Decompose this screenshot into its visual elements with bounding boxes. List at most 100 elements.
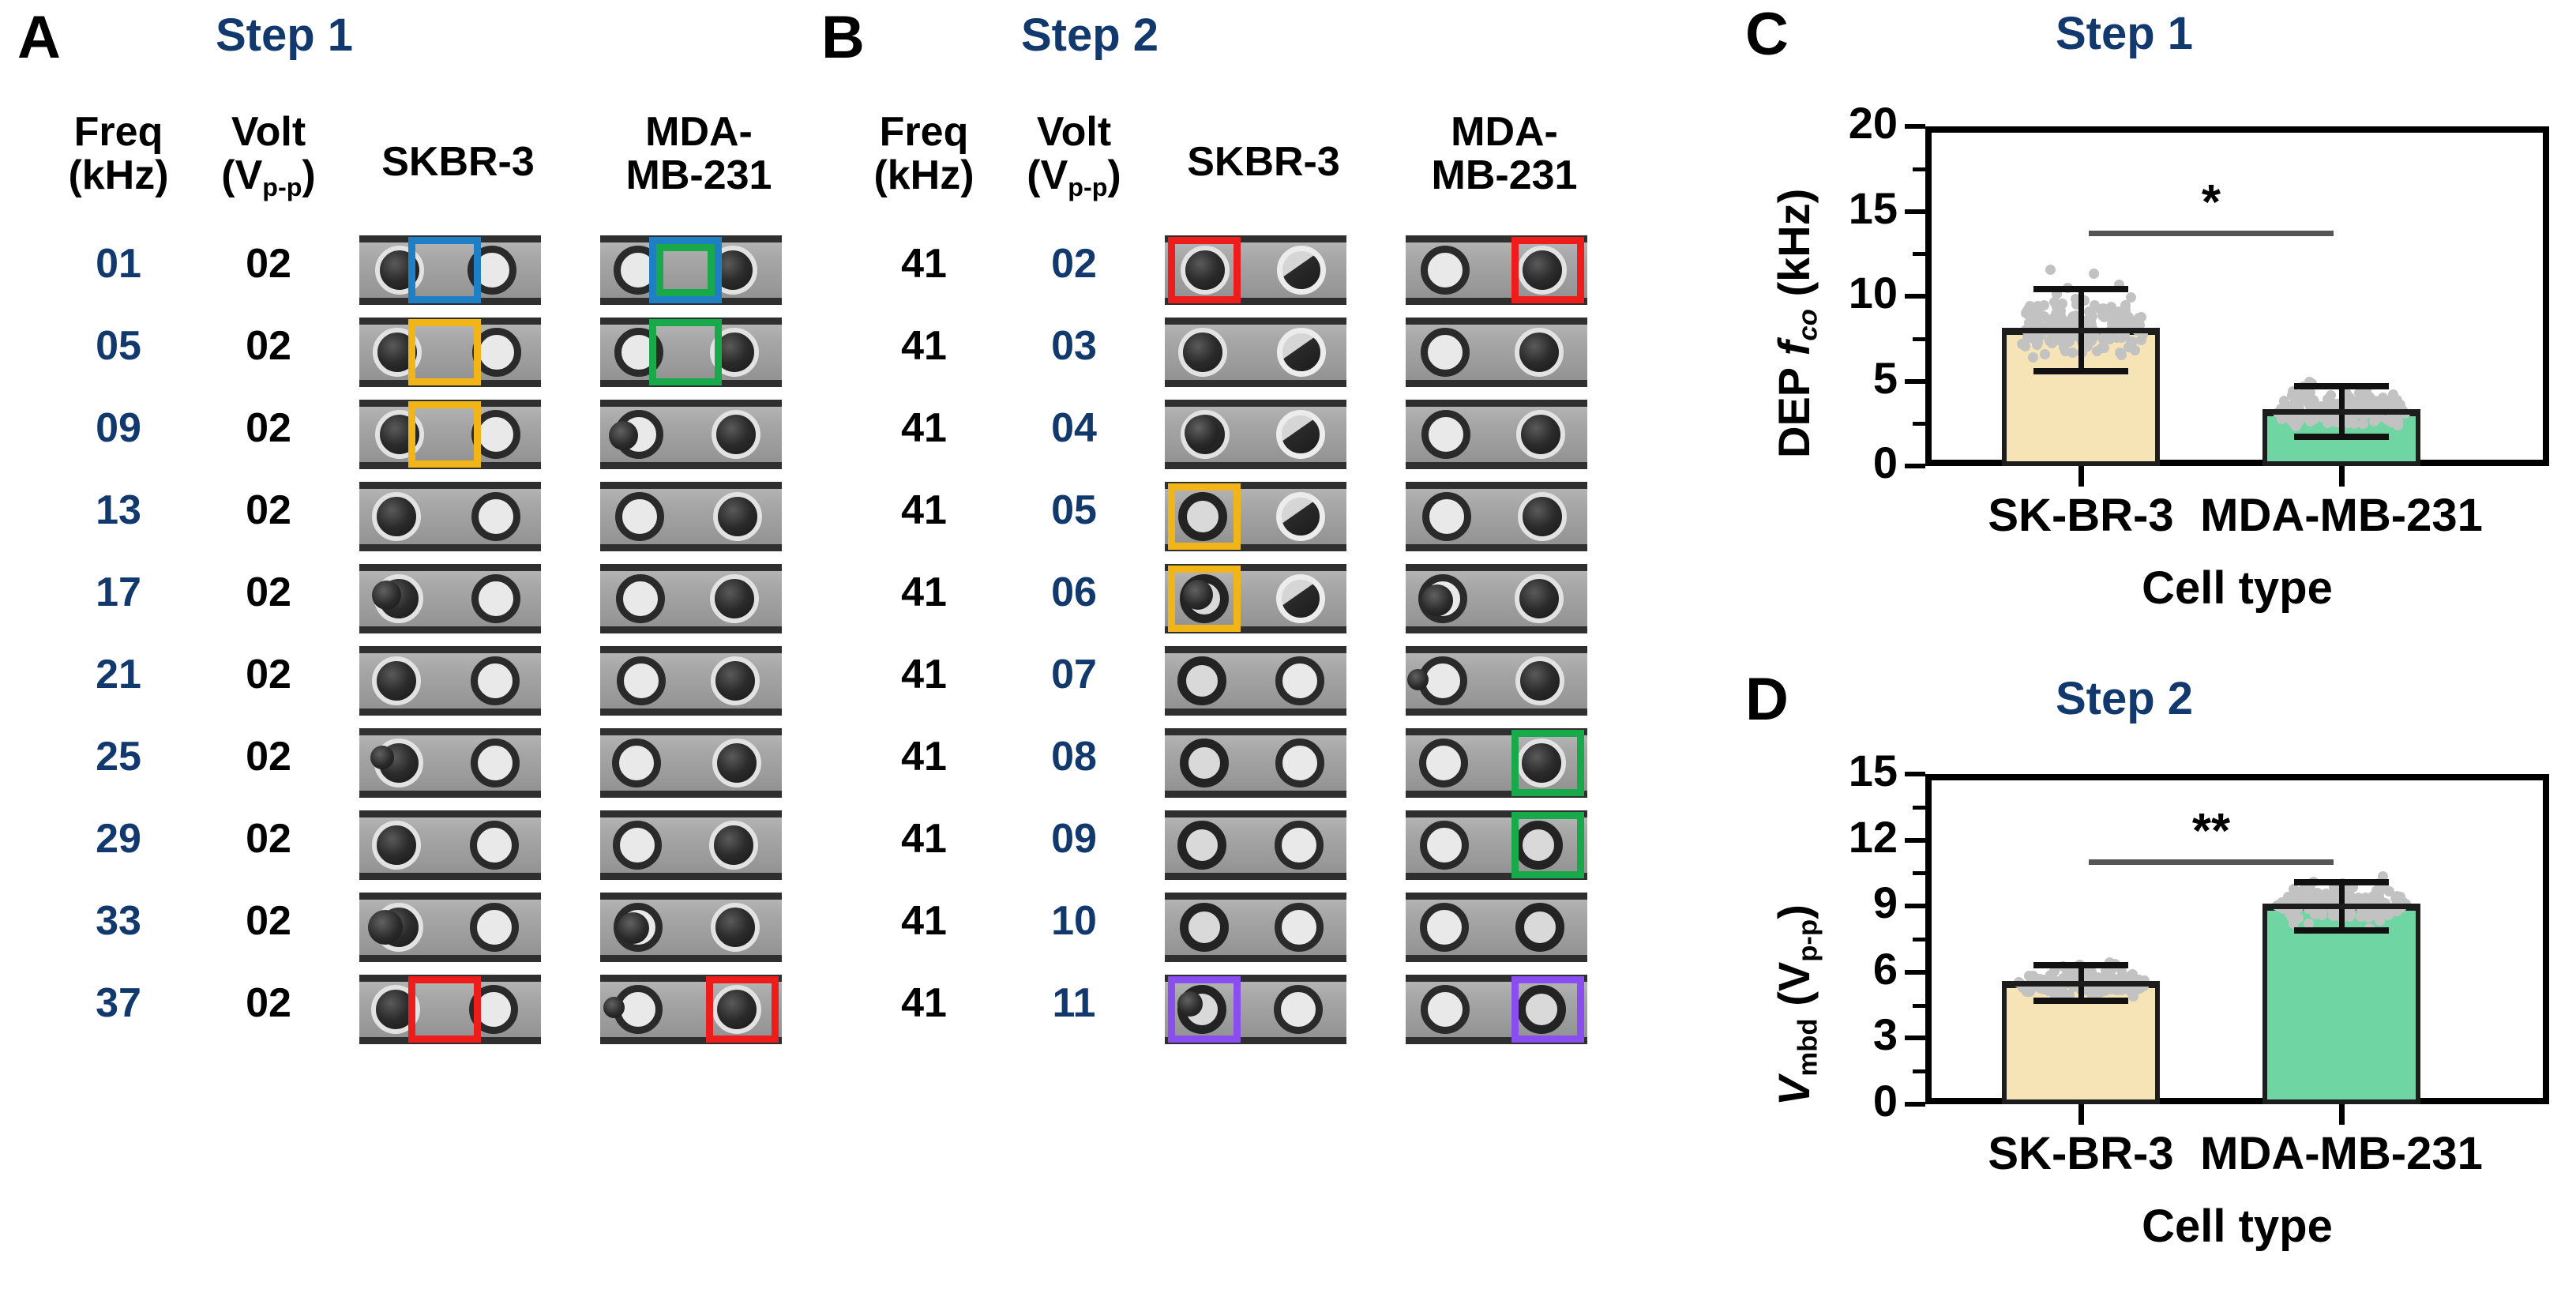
channel-wall-bottom	[1165, 791, 1346, 798]
empty-trap	[471, 574, 520, 623]
scatter-point	[2344, 392, 2355, 403]
channel-wall-top	[359, 564, 541, 571]
trapped-cell	[375, 410, 424, 459]
channel-wall-top	[1406, 318, 1587, 325]
empty-trap	[1420, 903, 1469, 952]
volt-value: 02	[246, 487, 291, 533]
y-axis-title-subscript: co	[1793, 309, 1823, 341]
x-axis-tick	[2078, 466, 2084, 487]
channel-wall-bottom	[359, 873, 541, 880]
panel-d-title: Step 2	[2055, 673, 2194, 724]
mda-mb-231-micrograph	[600, 400, 782, 469]
volt-value: 02	[246, 898, 291, 944]
trapped-cell	[1514, 821, 1563, 870]
trapped-cell	[1515, 903, 1564, 952]
stray-cell	[603, 997, 625, 1018]
channel-wall-top	[1406, 810, 1587, 818]
trapped-cell	[1180, 903, 1229, 952]
freq-value: 37	[96, 980, 141, 1026]
y-axis-title-pre: DEP	[1769, 355, 1819, 458]
channel-wall-top	[600, 893, 782, 900]
mda-mb-231-micrograph	[1406, 975, 1587, 1044]
trapped-cell	[712, 410, 760, 459]
stray-cell	[618, 912, 649, 944]
freq-value: 41	[901, 816, 947, 862]
channel-wall-top	[600, 810, 782, 818]
trapped-cell	[711, 656, 760, 705]
skbr3-micrograph	[359, 893, 541, 962]
mda-mb-231-micrograph	[1406, 318, 1587, 387]
mda-mb-231-micrograph	[1406, 235, 1587, 305]
trapped-cell	[1518, 246, 1567, 295]
trapped-cell	[1277, 246, 1326, 295]
scatter-point	[2127, 336, 2138, 347]
skbr3-micrograph	[359, 482, 541, 551]
channel-wall-top	[1165, 400, 1346, 407]
panel-a-freq-header: Freq (kHz)	[47, 110, 190, 197]
skbr3-micrograph	[1165, 646, 1346, 716]
mda-mb-231-micrograph	[600, 318, 782, 387]
scatter-point	[2328, 910, 2339, 921]
scatter-point	[2328, 416, 2339, 427]
scatter-point	[2054, 334, 2065, 345]
volt-value: 02	[1051, 241, 1097, 287]
y-axis-title-symbol: V	[1769, 1076, 1819, 1106]
volt-unit-open: (V	[1027, 152, 1068, 199]
trapped-cell	[372, 492, 421, 541]
volt-value: 03	[1051, 323, 1097, 369]
empty-trap	[1419, 739, 1468, 787]
y-axis-tick-label: 5	[1872, 352, 1898, 403]
empty-trap	[1275, 739, 1324, 787]
scatter-point	[2086, 308, 2097, 319]
stray-cell	[1421, 584, 1453, 616]
skbr3-micrograph	[1165, 810, 1346, 880]
channel-wall-top	[1165, 235, 1346, 242]
volt-label: Volt	[1036, 109, 1112, 155]
channel-wall-top	[1406, 235, 1587, 242]
skbr3-micrograph	[359, 564, 541, 633]
y-axis-tick-label: 0	[1872, 1076, 1898, 1126]
mda-mb-231-micrograph	[1406, 564, 1587, 633]
channel-wall-top	[359, 810, 541, 818]
scatter-point	[2289, 918, 2300, 929]
empty-trap	[471, 410, 520, 459]
mda-mb-231-micrograph	[1406, 728, 1587, 798]
skbr3-micrograph	[359, 400, 541, 469]
skbr3-micrograph	[1165, 235, 1346, 305]
volt-value: 07	[1051, 652, 1097, 697]
y-axis-tick	[1905, 1102, 1925, 1107]
error-bar-cap-lower	[2294, 434, 2389, 441]
mda-mb-231-micrograph	[1406, 400, 1587, 469]
channel-wall-bottom	[359, 708, 541, 716]
volt-unit-close: )	[302, 152, 316, 199]
significance-stars: **	[2191, 804, 2231, 859]
mda-header-line1: MDA-	[645, 109, 753, 155]
empty-trap	[471, 739, 520, 787]
volt-value: 10	[1051, 898, 1097, 944]
y-axis-title-unit-open: (V	[1769, 961, 1819, 1019]
x-axis-category-label: MDA-MB-231	[2200, 490, 2483, 541]
empty-trap	[1421, 328, 1470, 377]
volt-value: 02	[246, 569, 291, 615]
significance-stars: *	[2201, 175, 2221, 230]
scatter-point	[2098, 333, 2109, 344]
stray-cell	[1177, 991, 1203, 1017]
mda-mb-231-micrograph	[1406, 482, 1587, 551]
mda-mb-231-micrograph	[600, 810, 782, 880]
mda-mb-231-micrograph	[1406, 893, 1587, 962]
scatter-point	[2045, 336, 2056, 346]
skbr3-micrograph	[359, 810, 541, 880]
channel-wall-bottom	[600, 955, 782, 962]
empty-trap	[1421, 985, 1470, 1034]
channel-wall-top	[1165, 893, 1346, 900]
trapped-cell	[713, 492, 762, 541]
trapped-cell	[1178, 492, 1227, 541]
channel-wall-bottom	[359, 298, 541, 305]
channel-wall-top	[1406, 482, 1587, 489]
empty-trap	[469, 985, 518, 1034]
scatter-point	[2088, 269, 2099, 280]
significance-line	[2089, 231, 2334, 236]
channel-wall-top	[359, 235, 541, 242]
freq-value: 33	[96, 898, 141, 944]
channel-wall-top	[1406, 893, 1587, 900]
